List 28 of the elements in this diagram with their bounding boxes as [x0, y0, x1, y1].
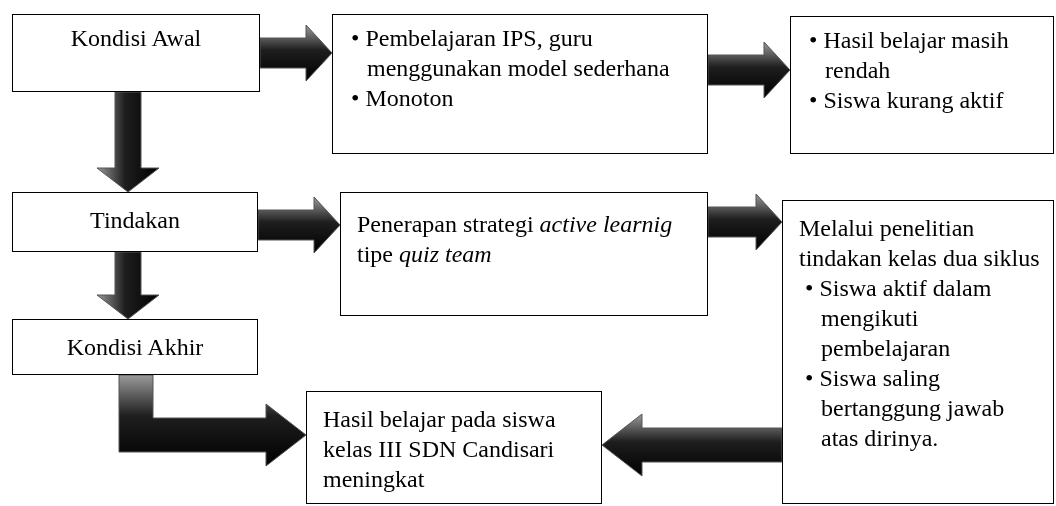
- box-text: Kondisi Akhir: [65, 333, 205, 362]
- process-box: [790, 16, 1054, 154]
- bullet-item: • Siswa kurang aktif: [808, 86, 1005, 115]
- block-arrow: [707, 41, 791, 99]
- process-box: [332, 14, 708, 154]
- process-box: [340, 192, 708, 316]
- process-box: [12, 192, 258, 252]
- bullet-item: • Hasil belajar masih rendah: [808, 26, 1010, 85]
- box-text: Penerapan strategi active learnig tipe quiz team: [357, 210, 674, 269]
- box-text: Tindakan: [89, 206, 181, 235]
- block-arrow: [601, 413, 783, 477]
- process-box: [12, 319, 258, 375]
- block-arrow: [96, 251, 160, 320]
- bullet-item: • Pembelajaran IPS, guru menggunakan model sederhana: [350, 24, 671, 83]
- bullet-item: • Siswa aktif dalam mengikuti pembelajaran: [804, 274, 993, 363]
- box-text: Hasil belajar pada siswa kelas III SDN Candisari meningkat: [323, 405, 557, 494]
- block-arrow: [96, 91, 160, 193]
- block-arrow: [707, 193, 783, 251]
- process-box: [12, 14, 260, 92]
- block-arrow: [257, 196, 341, 254]
- box-text: Kondisi Awal: [69, 24, 203, 53]
- bullet-item: • Monoton: [350, 84, 455, 113]
- process-box: [306, 391, 602, 504]
- box-text: Melalui penelitian tindakan kelas dua siklus: [799, 214, 1041, 273]
- bullet-item: • Siswa saling bertanggung jawab atas dirinya.: [804, 364, 1006, 453]
- process-box: [782, 200, 1054, 504]
- block-arrow: [259, 24, 333, 82]
- block-arrow: [118, 374, 307, 467]
